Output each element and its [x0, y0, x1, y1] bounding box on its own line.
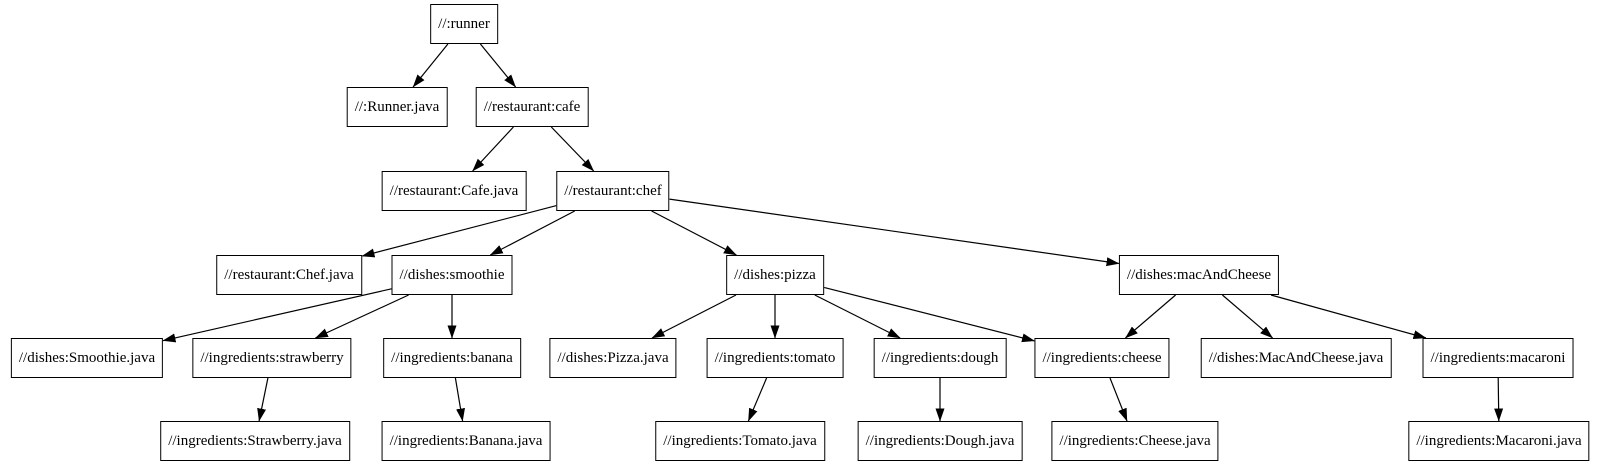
graph-node-strawberry-java: //ingredients:Strawberry.java: [160, 421, 350, 461]
graph-node-cheese-java: //ingredients:Cheese.java: [1051, 421, 1219, 461]
edge-strawberry-to-strawberry-java: [257, 377, 269, 422]
edge-mac-and-cheese-to-cheese: [1125, 294, 1176, 339]
graph-node-tomato: //ingredients:tomato: [706, 338, 844, 378]
graph-node-banana: //ingredients:banana: [383, 338, 521, 378]
graph-node-cafe-java: //restaurant:Cafe.java: [381, 171, 527, 211]
graph-node-tomato-java: //ingredients:Tomato.java: [655, 421, 825, 461]
edge-chef-to-pizza: [651, 210, 737, 256]
edge-tomato-to-tomato-java: [747, 377, 768, 422]
graph-node-chef: //restaurant:chef: [556, 171, 670, 211]
edge-chef-to-chef-java: [361, 205, 557, 258]
graph-node-banana-java: //ingredients:Banana.java: [381, 421, 551, 461]
edge-pizza-to-pizza-java: [651, 294, 737, 339]
edge-pizza-to-dough: [814, 294, 901, 339]
edge-runner-to-cafe: [479, 43, 517, 88]
edge-cheese-to-cheese-java: [1109, 377, 1128, 422]
edge-pizza-to-cheese: [823, 286, 1035, 343]
edge-cafe-to-cafe-java: [472, 126, 514, 172]
graph-node-runner-java: //:Runner.java: [346, 87, 448, 127]
graph-node-cafe: //restaurant:cafe: [475, 87, 589, 127]
graph-node-pizza-java: //dishes:Pizza.java: [549, 338, 677, 378]
graph-node-chef-java: //restaurant:Chef.java: [216, 255, 362, 295]
edge-smoothie-to-smoothie-java: [162, 288, 392, 343]
edge-mac-and-cheese-to-mac-and-cheese-java: [1222, 294, 1273, 339]
graph-node-mac-and-cheese-java: //dishes:MacAndCheese.java: [1200, 338, 1392, 378]
graph-node-dough: //ingredients:dough: [873, 338, 1007, 378]
edge-runner-to-runner-java: [412, 43, 449, 88]
edge-banana-to-banana-java: [454, 377, 465, 422]
graph-node-macaroni-java: //ingredients:Macaroni.java: [1408, 421, 1590, 461]
edge-cafe-to-chef: [550, 126, 595, 172]
graph-node-strawberry: //ingredients:strawberry: [192, 338, 352, 378]
graph-node-smoothie: //dishes:smoothie: [391, 255, 513, 295]
graph-node-cheese: //ingredients:cheese: [1034, 338, 1170, 378]
graph-node-macaroni: //ingredients:macaroni: [1422, 338, 1574, 378]
graph-node-dough-java: //ingredients:Dough.java: [857, 421, 1023, 461]
graph-node-mac-and-cheese: //dishes:macAndCheese: [1118, 255, 1280, 295]
edge-chef-to-mac-and-cheese: [669, 198, 1120, 267]
graph-node-pizza: //dishes:pizza: [726, 255, 824, 295]
edge-mac-and-cheese-to-macaroni: [1270, 294, 1427, 339]
graph-node-runner: //:runner: [430, 4, 498, 44]
edge-chef-to-smoothie: [489, 210, 575, 256]
edge-smoothie-to-strawberry: [314, 294, 409, 339]
graph-node-smoothie-java: //dishes:Smoothie.java: [10, 338, 164, 378]
edge-macaroni-to-macaroni-java: [1494, 377, 1504, 422]
